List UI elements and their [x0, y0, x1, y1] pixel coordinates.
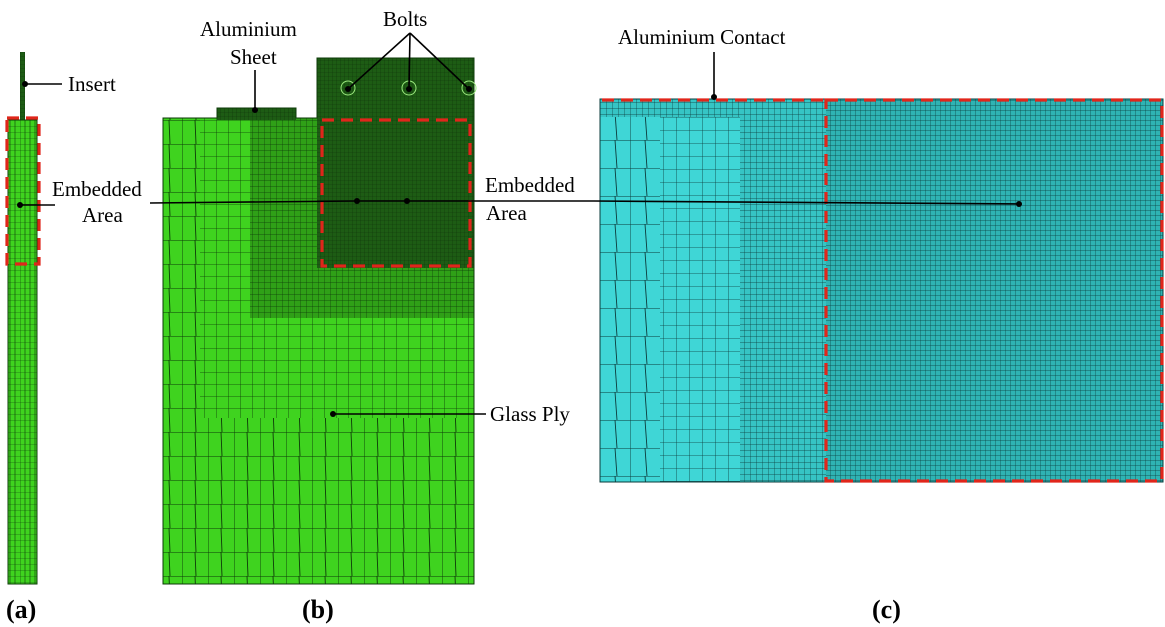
embedded-label-b-line2: Area [486, 201, 527, 225]
embedded-marker-b2 [404, 198, 410, 204]
aluminium-top-band [600, 99, 826, 117]
embedded-area-box-a [5, 116, 41, 266]
aluminium-contact-label: Aluminium Contact [618, 25, 786, 49]
aluminium-sheet-mesh [217, 108, 296, 120]
caption-c: (c) [872, 595, 901, 624]
embedded-marker-a [17, 202, 23, 208]
bolt-block-mesh [317, 58, 474, 268]
embedded-label-b-line1: Embedded [485, 173, 575, 197]
bolt-marker-2 [406, 86, 412, 92]
bolt-hole-3 [461, 80, 477, 96]
aluminium-sheet-label-line1: Aluminium [200, 17, 297, 41]
laminate-strip [8, 120, 37, 584]
insert-label: Insert [68, 72, 116, 96]
aluminium-sheet-marker [252, 107, 258, 113]
laminate-strip-outline [7, 119, 38, 585]
bolts-label: Bolts [383, 7, 427, 31]
aluminium-contact-marker [711, 94, 717, 100]
insert-strip [20, 52, 25, 122]
bolt-marker-1 [345, 86, 351, 92]
panel-b: Aluminium Sheet Bolts Embedded Area Glas… [149, 7, 594, 624]
aluminium-sheet-label-line2: Sheet [230, 45, 277, 69]
glass-ply-vertical-band [295, 118, 317, 268]
embedded-label-a-line2: Area [82, 203, 123, 227]
panel-c: Aluminium Contact (c) [593, 25, 1164, 624]
glass-ply-marker [330, 411, 336, 417]
embedded-label-a-line1: Embedded [52, 177, 142, 201]
bolt-hole-1 [340, 80, 356, 96]
bolt-marker-3 [466, 86, 472, 92]
embedded-area-box-c [824, 98, 1164, 483]
embedded-marker-c [1016, 201, 1022, 207]
insert-marker [22, 81, 28, 87]
panel-b-outline [162, 57, 475, 585]
panel-a: Insert Embedded Area (a) [5, 52, 142, 624]
glass-ply-label: Glass Ply [490, 402, 570, 426]
caption-b: (b) [302, 595, 334, 624]
aluminium-dense-zone [826, 99, 1163, 482]
embedded-marker-b [354, 198, 360, 204]
caption-a: (a) [6, 595, 36, 624]
embedded-area-box-b [320, 118, 472, 268]
